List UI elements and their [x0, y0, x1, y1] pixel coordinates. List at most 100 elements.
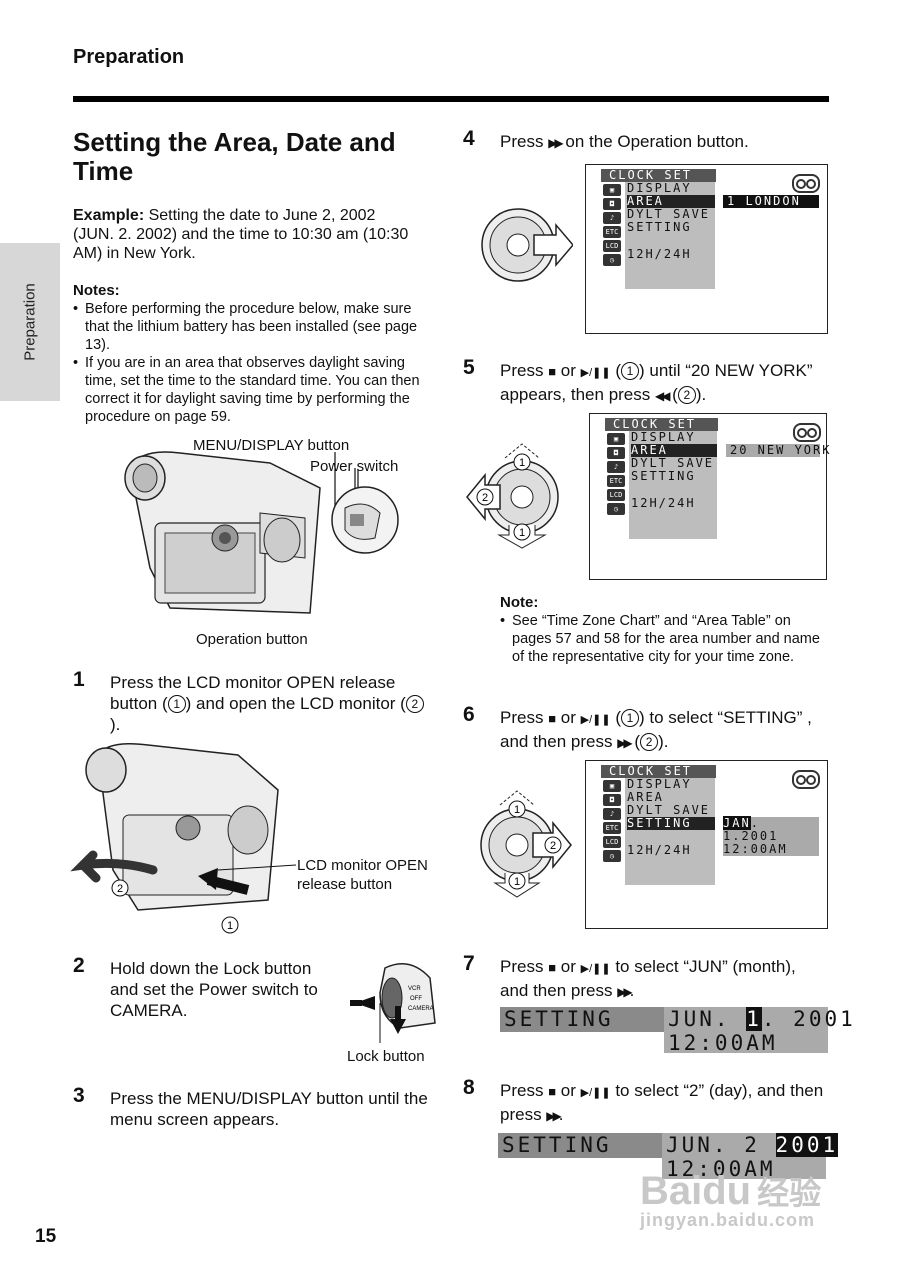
setting-value: JUN. 2 2001 12:00AM — [662, 1133, 839, 1181]
menu-item: DISPLAY — [627, 777, 692, 791]
step-3-text: Press the MENU/DISPLAY button until the … — [110, 1089, 428, 1129]
time-value: 12:00AM — [723, 842, 788, 856]
step-7-text: Press ■ or ▶/❚❚ to select “JUN” (month),… — [500, 956, 820, 1003]
circled-number: 1 — [620, 709, 639, 727]
step-text-part: Press the LCD monitor OPEN release butto… — [110, 673, 396, 713]
step-text-part: or — [560, 1081, 576, 1100]
watermark-cn: 经验 — [757, 1175, 822, 1211]
lcd-icon: LCD — [603, 240, 621, 252]
note-heading: Note: — [500, 594, 539, 611]
step-text-part: ) to select “SETTING” , and then press — [500, 708, 812, 751]
tape-icon — [792, 770, 820, 789]
stop-icon: ■ — [548, 711, 557, 726]
step-1-text: Press the LCD monitor OPEN release butto… — [110, 672, 430, 735]
mic-icon: ♪ — [607, 461, 625, 473]
side-tab: Preparation — [0, 243, 60, 401]
setting-label: SETTING — [500, 1007, 664, 1032]
menu-body — [625, 778, 715, 885]
menu-item: 12H/24H — [631, 496, 696, 510]
watermark-url: jingyan.baidu.com — [640, 1210, 816, 1230]
area-value: 20 NEW YORK — [726, 444, 829, 457]
etc-icon: ETC — [603, 822, 621, 834]
menu-item-selected: AREA — [631, 444, 717, 457]
play-pause-icon: ▶/❚❚ — [580, 367, 611, 379]
fast-forward-icon: ▶▶ — [546, 1109, 562, 1123]
menu-icon-column: ▣ ◘ ♪ ETC LCD ◷ — [605, 431, 627, 521]
menu-item-selected: AREA — [627, 195, 715, 208]
menu-item: DYLT SAVE — [627, 803, 711, 817]
menu-icon-column: ▣ ◘ ♪ ETC LCD ◷ — [601, 182, 623, 272]
step-number: 1 — [73, 668, 85, 691]
step-2-text: Hold down the Lock button and set the Po… — [110, 959, 318, 1020]
clock-icon: ◷ — [603, 254, 621, 266]
camcorder-illustration — [124, 451, 399, 614]
setting-value: JUN. 1. 2001 12:00AM — [664, 1007, 853, 1055]
circled-number: 1 — [620, 362, 639, 380]
time-value: 12:00AM — [668, 1031, 778, 1055]
example-paragraph: Example: Setting the date to June 2, 200… — [73, 206, 413, 263]
watermark-brand: Baidu — [640, 1169, 752, 1213]
tape-icon — [793, 423, 821, 442]
step-text-part: ). — [110, 715, 121, 734]
lcd-screen-step4: CLOCK SET ▣ ◘ ♪ ETC LCD ◷ DISPLAY AREA D… — [585, 164, 828, 334]
circled-number: 1 — [514, 804, 520, 816]
play-pause-icon: ▶/❚❚ — [580, 1087, 611, 1099]
header-rule — [73, 96, 829, 102]
step-number: 5 — [463, 356, 475, 379]
day-value: 2 — [744, 1133, 760, 1157]
example-text: Setting the date to June 2, 2002 (JUN. 2… — [73, 207, 409, 262]
clock-icon: ◷ — [603, 850, 621, 862]
step-text-part: ) until “20 NEW YORK” appears, then pres… — [500, 361, 813, 404]
note-item: See “Time Zone Chart” and “Area Table” o… — [500, 612, 830, 666]
lcd-screen-step6: CLOCK SET ▣ ◘ ♪ ETC LCD ◷ DISPLAY AREA D… — [585, 760, 828, 929]
rewind-icon: ◀◀ — [654, 389, 671, 403]
camcorder-lcd-open-illustration: 2 1 — [70, 743, 297, 934]
lcd-icon: LCD — [607, 489, 625, 501]
photo-icon: ◘ — [603, 794, 621, 806]
time-value: 12:00AM — [666, 1157, 776, 1181]
step-number: 7 — [463, 952, 475, 975]
fast-forward-icon: ▶▶ — [548, 136, 564, 150]
year-value: . 2001 — [761, 1007, 856, 1031]
photo-icon: ◘ — [603, 198, 621, 210]
stop-icon: ■ — [548, 960, 557, 975]
step-text-part: or — [560, 708, 576, 727]
stop-icon: ■ — [548, 364, 557, 379]
circled-number: 1 — [519, 527, 525, 539]
menu-display-label: MENU/DISPLAY button — [193, 437, 350, 454]
dial-label: CAMERA — [408, 1006, 434, 1012]
circled-number: 2 — [117, 883, 123, 895]
circled-number: 2 — [677, 386, 696, 404]
camera-icon: ▣ — [607, 433, 625, 445]
lock-button-label: Lock button — [347, 1048, 425, 1065]
menu-icon-column: ▣ ◘ ♪ ETC LCD ◷ — [601, 778, 623, 868]
etc-icon: ETC — [603, 226, 621, 238]
play-pause-icon: ▶/❚❚ — [580, 714, 611, 726]
step-text-part: . — [558, 1105, 564, 1124]
mic-icon: ♪ — [603, 212, 621, 224]
fast-forward-icon: ▶▶ — [617, 985, 633, 999]
setting-label: SETTING — [498, 1133, 662, 1158]
step-text-part: ( — [629, 732, 641, 751]
month-value: JAN — [723, 816, 751, 830]
month-value: JUN. — [668, 1007, 731, 1031]
lcd-icon: LCD — [603, 836, 621, 848]
step-text-part: ). — [695, 385, 707, 404]
power-switch-label: Power switch — [310, 458, 399, 475]
photo-icon: ◘ — [607, 447, 625, 459]
menu-item: DISPLAY — [631, 430, 696, 444]
step-number: 4 — [463, 127, 475, 150]
month-value: JUN. — [666, 1133, 729, 1157]
stop-icon: ■ — [548, 1084, 557, 1099]
step-4-text: Press ▶▶ on the Operation button. — [500, 131, 830, 154]
circled-number: 1 — [167, 695, 186, 713]
menu-item: SETTING — [627, 220, 692, 234]
dial-label: VCR — [408, 986, 421, 992]
step-text-part: to select “JUN” (month), and then press — [500, 957, 796, 1000]
menu-title: CLOCK SET — [601, 765, 716, 778]
circled-number: 2 — [640, 733, 659, 751]
menu-item: 12H/24H — [627, 247, 692, 261]
example-label: Example: — [73, 207, 145, 224]
note-item: Before performing the procedure below, m… — [73, 300, 423, 354]
